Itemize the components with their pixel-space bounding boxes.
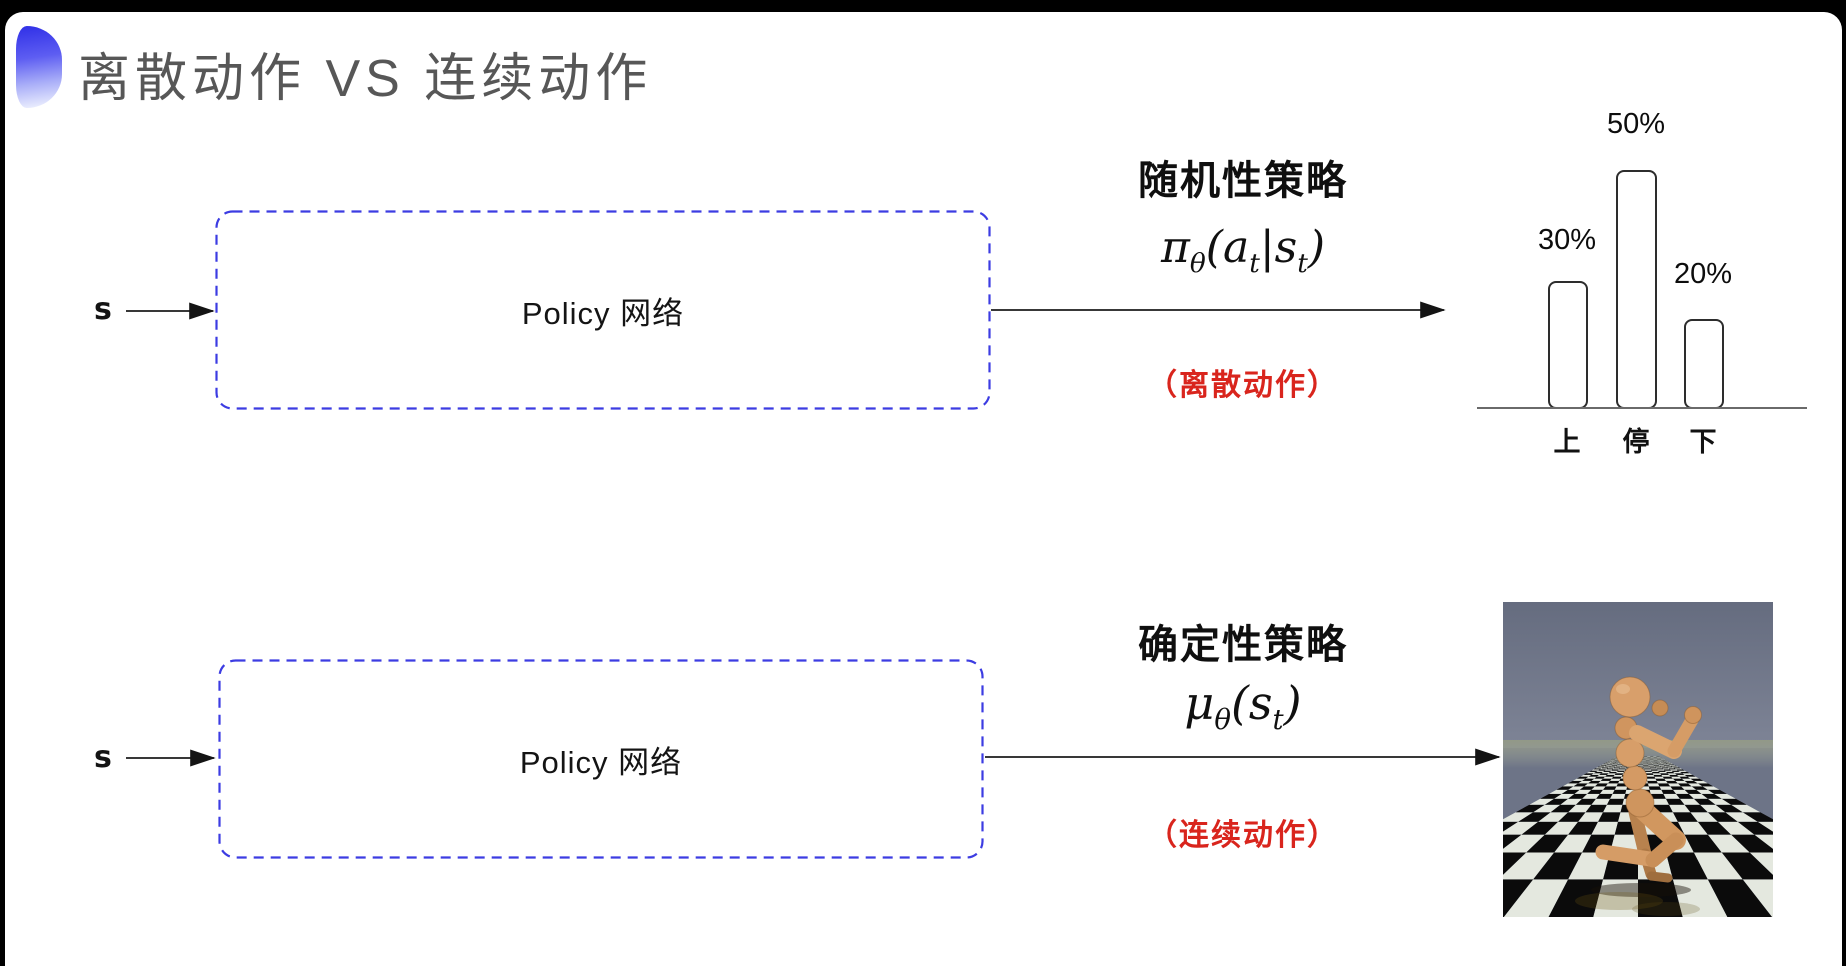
formula-close: ) (1307, 222, 1326, 273)
bar-category-label: 停 (1622, 427, 1650, 457)
bar-value-label: 50% (1606, 108, 1666, 140)
stochastic-policy-formula: πθ(at|st) (1090, 222, 1396, 279)
bar-value-label: 20% (1673, 258, 1733, 290)
bar-category-label: 上 (1553, 427, 1581, 457)
formula-arg1-sub: t (1272, 703, 1284, 737)
formula-symbol: μ (1184, 676, 1215, 730)
state-input-label-bottom: s (94, 740, 112, 775)
formula-arg2: s (1274, 222, 1298, 273)
formula-symbol-sub: θ (1189, 247, 1206, 279)
sky (1503, 602, 1773, 748)
bar-category-label: 下 (1689, 427, 1717, 457)
formula-symbol: π (1160, 222, 1190, 273)
title-bullet-icon (16, 26, 62, 108)
formula-arg1: a (1222, 222, 1250, 273)
policy-box-top-label: Policy 网络 (521, 295, 685, 331)
policy-box-bottom-border (218, 659, 984, 859)
bar-value-label: 30% (1537, 224, 1597, 256)
deterministic-policy-title: 确定性策略 (1138, 623, 1348, 667)
policy-box-top-border (215, 210, 991, 410)
formula-open: ( (1230, 676, 1249, 730)
formula-arg1-sub: t (1249, 247, 1260, 279)
formula-arg2-sub: t (1297, 247, 1308, 279)
formula-separator: | (1259, 222, 1275, 273)
discrete-action-label: （离散动作） (1147, 369, 1339, 402)
state-input-label-top: s (94, 292, 112, 327)
humanoid-robot (1595, 676, 1702, 883)
formula-arg1: s (1248, 676, 1273, 730)
formula-open: ( (1205, 222, 1223, 273)
bar-down (1684, 319, 1724, 409)
policy-box-bottom-label: Policy 网络 (519, 744, 683, 780)
policy-box-bottom (218, 659, 984, 859)
formula-close: ) (1283, 676, 1302, 730)
checkerboard-floor (1503, 756, 1773, 917)
policy-box-top (215, 210, 991, 410)
mujoco-scene (1503, 602, 1773, 917)
humanoid-robot-image (1503, 602, 1773, 917)
slide-title: 离散动作 VS 连续动作 (78, 50, 653, 108)
formula-symbol-sub: θ (1214, 703, 1231, 737)
floor-reflections (1575, 883, 1700, 916)
stochastic-policy-title: 随机性策略 (1138, 159, 1348, 203)
chart-baseline (1477, 407, 1807, 409)
bar-stop (1616, 170, 1657, 409)
deterministic-policy-formula: μθ(st) (1090, 676, 1396, 736)
continuous-action-label: （连续动作） (1147, 819, 1339, 852)
bar-up (1548, 281, 1588, 409)
